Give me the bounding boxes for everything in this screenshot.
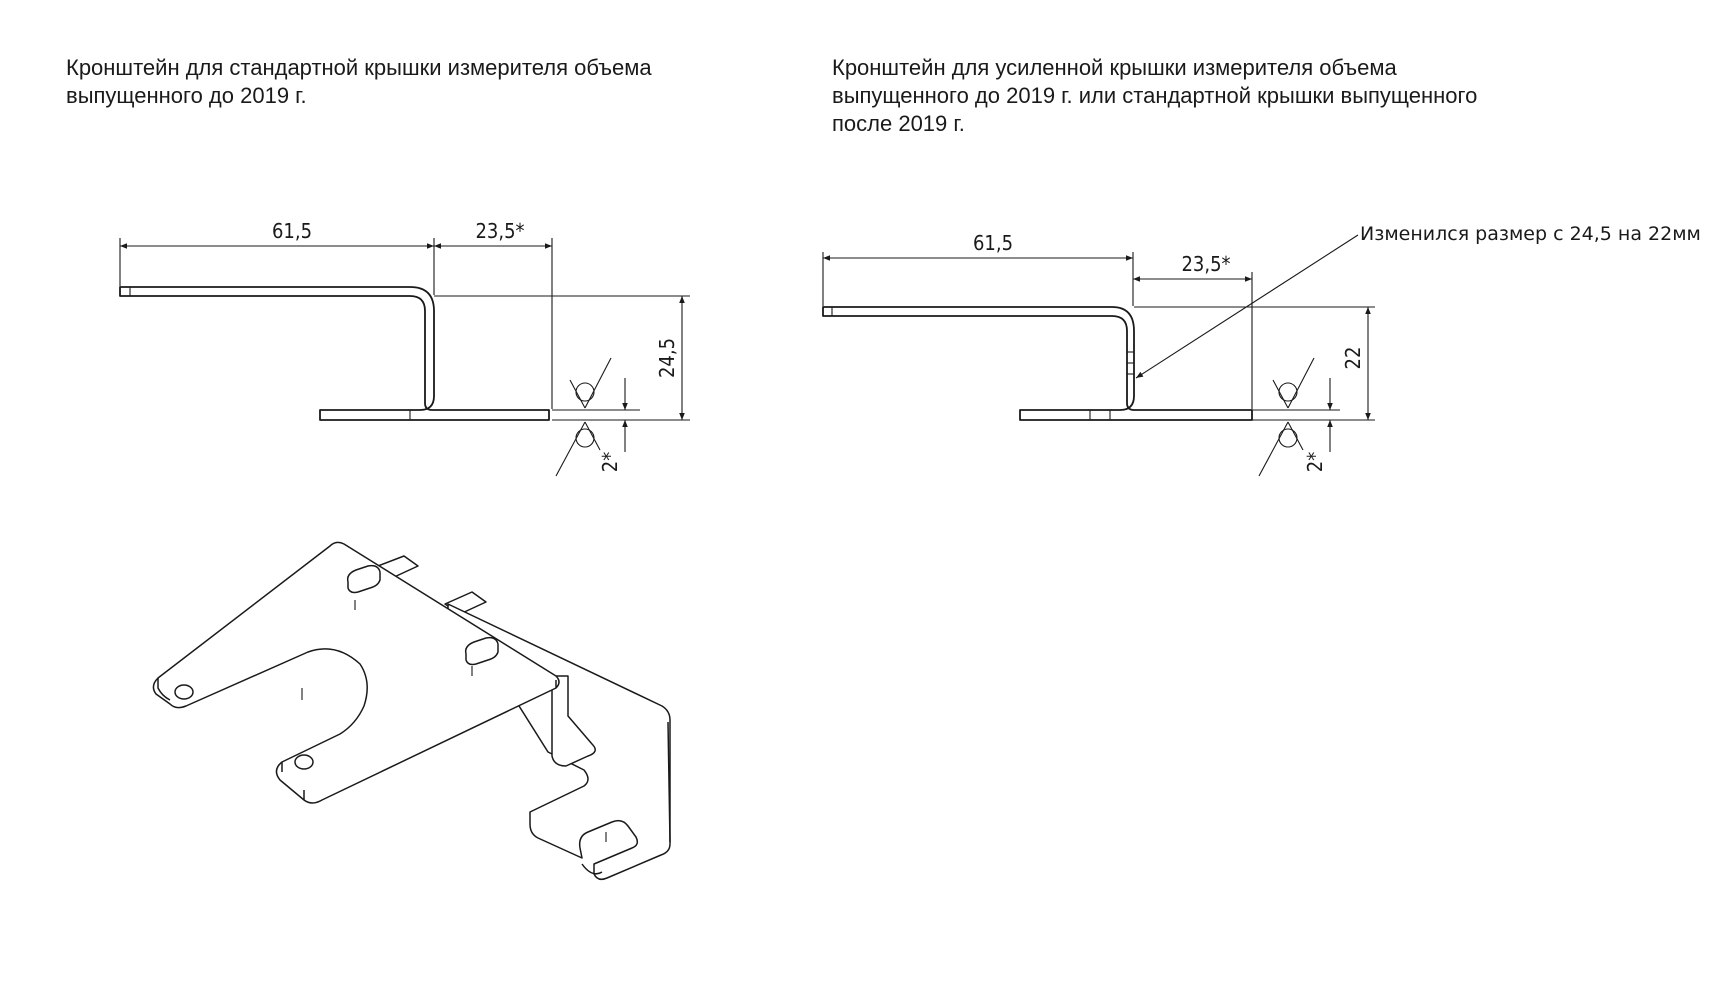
caption-right-line-3: после 2019 г. bbox=[832, 111, 965, 136]
caption-right: Кронштейн для усиленной крышки измерител… bbox=[832, 54, 1652, 138]
left-bracket-body bbox=[119, 286, 550, 421]
right-dim-height: 22 bbox=[1341, 347, 1365, 370]
left-dim-height: 24,5 bbox=[655, 338, 679, 378]
caption-left-line-1: Кронштейн для стандартной крышки измерит… bbox=[66, 55, 652, 80]
isometric-bracket-view bbox=[152, 541, 671, 881]
right-contact-symbol bbox=[1258, 357, 1315, 477]
left-dim-offset: 23,5* bbox=[475, 219, 524, 243]
left-side-profile: 61,5 23,5* 24,5 2* bbox=[119, 219, 690, 477]
left-dim-length: 61,5 bbox=[272, 219, 312, 243]
caption-left-line-2: выпущенного до 2019 г. bbox=[66, 83, 307, 108]
right-dim-offset: 23,5* bbox=[1181, 252, 1230, 276]
change-note-leader bbox=[1135, 234, 1359, 379]
right-dim-thickness: 2* bbox=[1303, 452, 1327, 472]
right-side-profile: 61,5 23,5* 22 2* Изменился размер с 24,5… bbox=[822, 223, 1701, 477]
left-dim-thickness: 2* bbox=[598, 452, 622, 472]
caption-right-line-1: Кронштейн для усиленной крышки измерител… bbox=[832, 55, 1397, 80]
caption-left: Кронштейн для стандартной крышки измерит… bbox=[66, 54, 766, 110]
caption-right-line-2: выпущенного до 2019 г. или стандартной к… bbox=[832, 83, 1478, 108]
left-contact-symbol bbox=[555, 357, 612, 477]
right-change-note: Изменился размер с 24,5 на 22мм bbox=[1360, 223, 1701, 245]
right-dim-length: 61,5 bbox=[973, 231, 1013, 255]
right-bracket-body bbox=[822, 306, 1253, 421]
